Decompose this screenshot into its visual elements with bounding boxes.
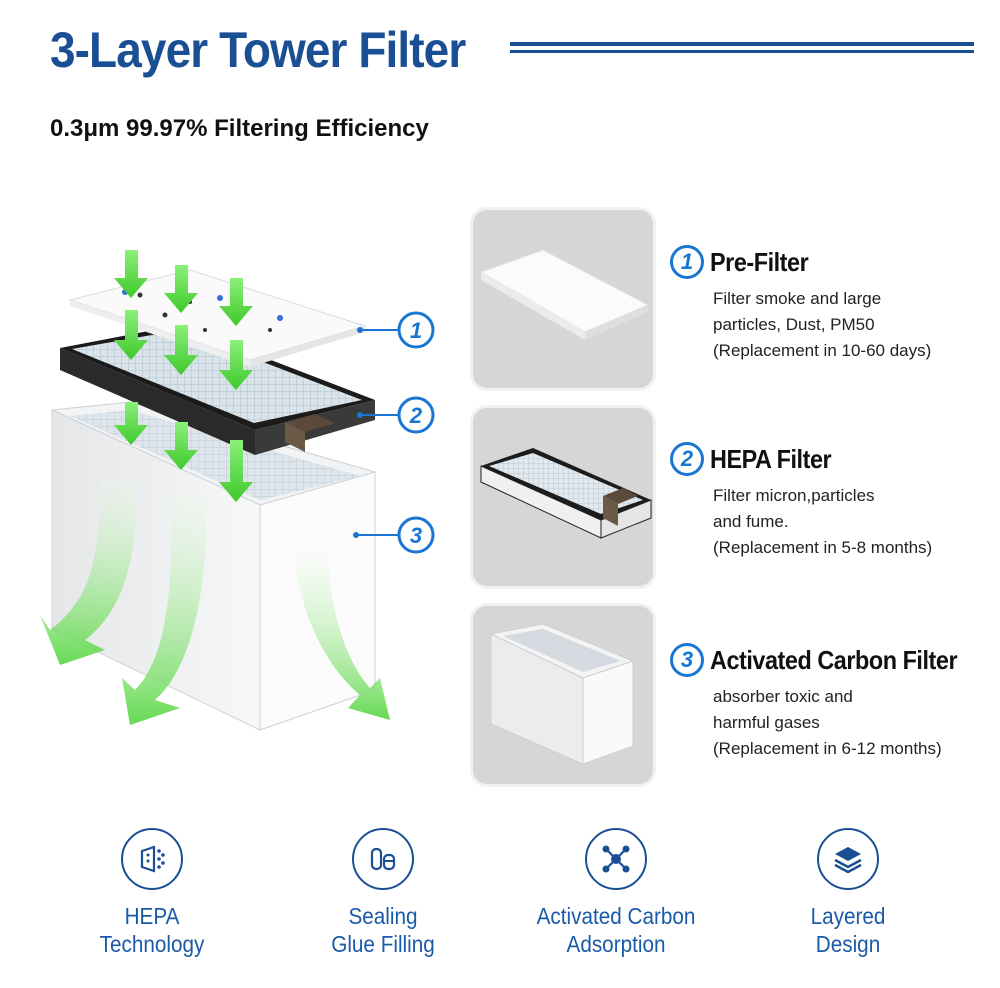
filter-exploded-illustration: 1 2 3 xyxy=(30,230,450,750)
desc-line: harmful gases xyxy=(713,713,820,732)
filter-stack-graphic: 1 2 3 xyxy=(40,250,435,731)
molecule-icon xyxy=(585,828,647,890)
desc-line: (Replacement in 5-8 months) xyxy=(713,538,933,557)
desc-line: (Replacement in 6-12 months) xyxy=(713,739,942,758)
glue-filling-icon xyxy=(352,828,414,890)
layers-icon xyxy=(817,828,879,890)
pre-filter-thumbnail xyxy=(473,210,653,388)
layer-name: HEPA Filter xyxy=(710,443,832,474)
feature-glue-filling: Sealing Glue Filling xyxy=(273,828,493,958)
pre-filter-image xyxy=(479,249,650,340)
desc-line: and fume. xyxy=(713,512,789,531)
layer-description: absorber toxic and harmful gases (Replac… xyxy=(713,684,990,762)
feature-hepa-technology: HEPA Technology xyxy=(42,828,262,958)
layer-name: Activated Carbon Filter xyxy=(710,644,958,675)
hepa-filter-tray xyxy=(60,325,375,455)
layer-description: Filter smoke and large particles, Dust, … xyxy=(713,286,990,364)
airflow-out-arrows xyxy=(40,480,390,725)
desc-line: absorber toxic and xyxy=(713,687,853,706)
hepa-technology-icon xyxy=(121,828,183,890)
callout-1-label: 1 xyxy=(410,318,422,343)
layer-description: Filter micron,particles and fume. (Repla… xyxy=(713,483,990,561)
feature-label: HEPA Technology xyxy=(99,903,205,957)
desc-line: Filter micron,particles xyxy=(713,486,875,505)
callout-2 xyxy=(357,396,435,434)
callout-2-label: 2 xyxy=(409,403,423,428)
hepa-filter-thumbnail xyxy=(473,408,653,586)
desc-line: Filter smoke and large xyxy=(713,289,882,308)
layer-hepa-filter: 2 HEPA Filter Filter micron,particles an… xyxy=(670,441,990,561)
title-rule xyxy=(510,42,974,62)
callout-3 xyxy=(353,516,435,554)
callout-1 xyxy=(357,311,435,349)
feature-label: Activated Carbon Adsorption xyxy=(536,903,696,957)
feature-row: HEPA Technology Sealing Glue Filling Act… xyxy=(0,828,1000,968)
feature-layered-design: Layered Design xyxy=(738,828,958,958)
carbon-filter-image xyxy=(489,623,635,765)
layer-carbon-filter: 3 Activated Carbon Filter absorber toxic… xyxy=(670,642,990,762)
feature-label: Sealing Glue Filling xyxy=(331,903,435,957)
feature-activated-carbon: Activated Carbon Adsorption xyxy=(506,828,726,958)
callout-3-label: 3 xyxy=(410,523,422,548)
layer-number-badge: 2 xyxy=(670,442,704,476)
hepa-filter-image xyxy=(480,448,652,539)
layer-name: Pre-Filter xyxy=(710,246,809,277)
layer-number-badge: 3 xyxy=(670,643,704,677)
page-subtitle: 0.3μm 99.97% Filtering Efficiency xyxy=(50,115,429,142)
feature-label: Layered Design xyxy=(810,903,886,957)
layer-number-badge: 1 xyxy=(670,245,704,279)
layer-pre-filter: 1 Pre-Filter Filter smoke and large part… xyxy=(670,244,990,364)
carbon-filter-thumbnail xyxy=(473,606,653,784)
desc-line: (Replacement in 10-60 days) xyxy=(713,341,932,360)
page-title: 3-Layer Tower Filter xyxy=(50,22,466,78)
airflow-in-arrows xyxy=(114,250,253,502)
desc-line: particles, Dust, PM50 xyxy=(713,315,875,334)
